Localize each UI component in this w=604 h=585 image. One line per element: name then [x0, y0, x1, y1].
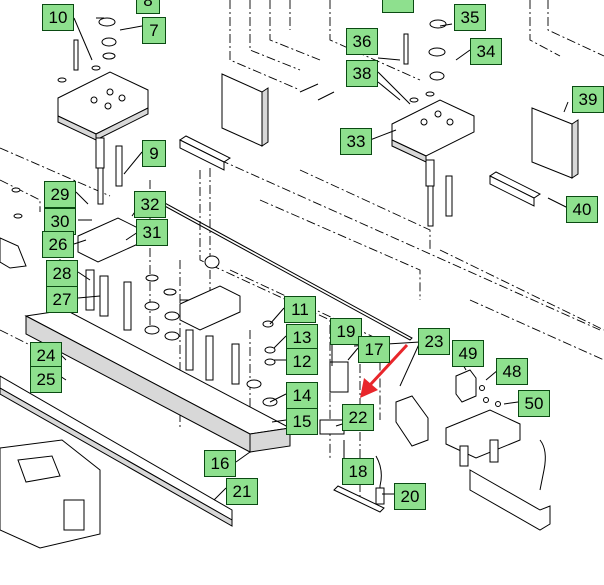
callout-35: 35	[454, 4, 486, 31]
middle-bracket-assembly	[319, 361, 429, 513]
callout-9: 9	[142, 140, 166, 167]
callout-33: 33	[340, 128, 372, 155]
guide-rail	[0, 375, 233, 527]
callout-11: 11	[284, 296, 316, 323]
callout-8: 8	[136, 0, 160, 14]
callout-23: 23	[418, 328, 450, 355]
callout-48: 48	[496, 358, 528, 385]
callout-22: 22	[342, 404, 374, 431]
callout-21: 21	[226, 478, 258, 505]
callout-28: 28	[46, 260, 78, 287]
callout-12: 12	[286, 348, 318, 375]
top-left-block	[57, 17, 149, 205]
callout-37-partial	[382, 0, 414, 13]
callout-16: 16	[204, 450, 236, 477]
red-arrow	[360, 343, 409, 398]
callout-19: 19	[330, 318, 362, 345]
callout-34: 34	[470, 38, 502, 65]
callout-14: 14	[286, 382, 318, 409]
callout-24: 24	[30, 342, 62, 369]
callout-32: 32	[134, 191, 166, 218]
callout-10: 10	[42, 4, 74, 31]
callout-20: 20	[394, 483, 426, 510]
right-bracket-assembly	[445, 369, 551, 531]
top-right-block	[391, 19, 475, 227]
callout-40: 40	[566, 196, 598, 223]
callout-36: 36	[346, 28, 378, 55]
upright-plate-right	[489, 107, 579, 207]
callout-25: 25	[30, 366, 62, 393]
callout-26: 26	[42, 231, 74, 258]
callout-39: 39	[572, 86, 604, 113]
callout-15: 15	[286, 408, 318, 435]
callout-7: 7	[142, 17, 166, 44]
callout-17: 17	[358, 336, 390, 363]
main-bar	[24, 309, 292, 453]
callout-13: 13	[286, 324, 318, 351]
bottom-left-frame	[0, 439, 101, 549]
callout-27: 27	[46, 286, 78, 313]
upright-plate-left	[179, 73, 335, 171]
callout-38: 38	[346, 60, 378, 87]
callout-18: 18	[342, 458, 374, 485]
callout-29: 29	[44, 181, 76, 208]
callout-49: 49	[452, 340, 484, 367]
callout-50: 50	[518, 390, 550, 417]
callout-31: 31	[136, 219, 168, 246]
left-subassembly	[0, 187, 278, 425]
